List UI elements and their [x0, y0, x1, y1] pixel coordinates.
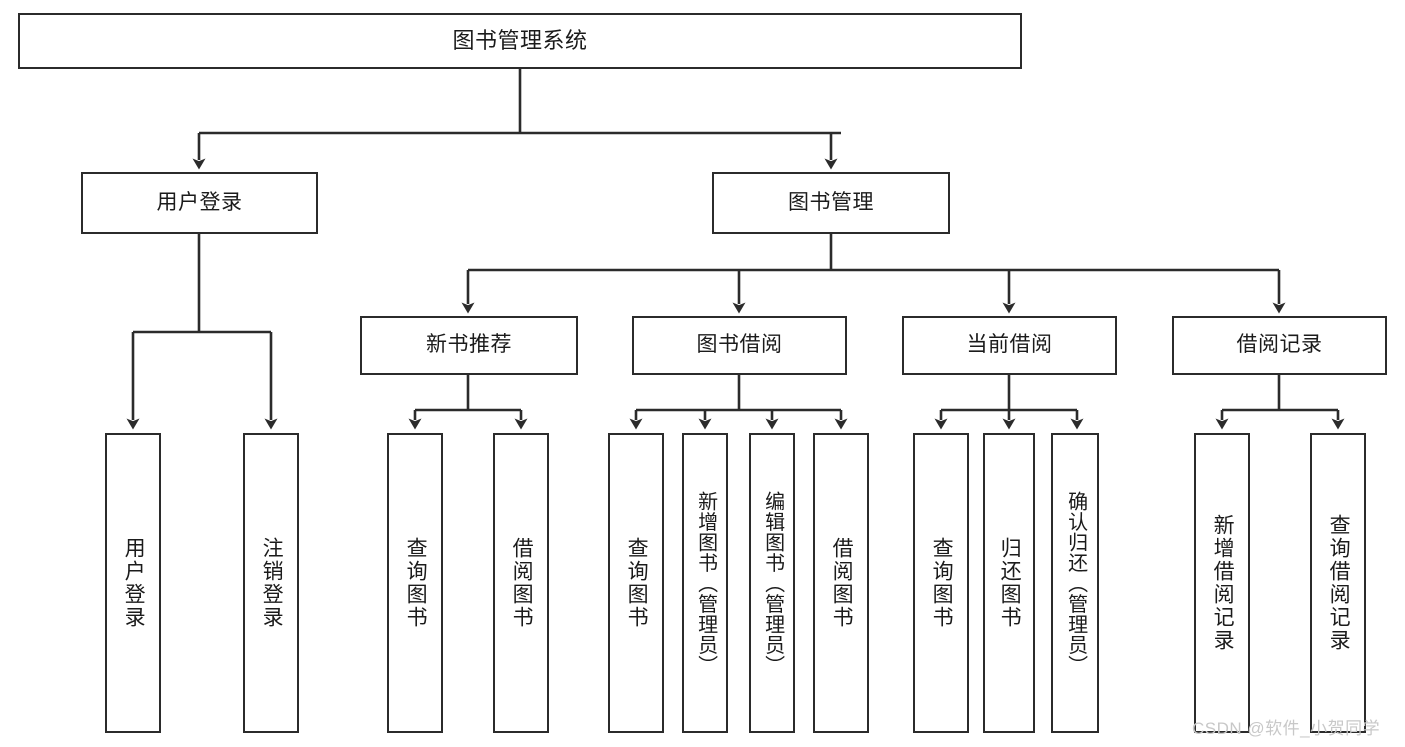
node-leaf-query-book-1-label: 查询图书: [404, 537, 428, 629]
node-leaf-borrow-book-1[interactable]: 借阅图书: [493, 433, 549, 733]
node-leaf-borrow-book-2[interactable]: 借阅图书: [813, 433, 869, 733]
node-leaf-confirm-return-label: 确认归还（管理员）: [1064, 490, 1087, 676]
node-book-borrow[interactable]: 图书借阅: [632, 316, 847, 375]
node-new-book-recommend-label: 新书推荐: [426, 333, 512, 357]
node-leaf-edit-book[interactable]: 编辑图书（管理员）: [749, 433, 795, 733]
node-leaf-add-record-label: 新增借阅记录: [1211, 514, 1235, 652]
csdn-watermark: CSDN @软件_小贺同学: [1192, 719, 1381, 738]
node-leaf-add-record[interactable]: 新增借阅记录: [1194, 433, 1250, 733]
node-user-login[interactable]: 用户登录: [81, 172, 318, 234]
node-leaf-logout-label: 注销登录: [260, 537, 284, 629]
node-leaf-query-book-3[interactable]: 查询图书: [913, 433, 969, 733]
node-root-label: 图书管理系统: [452, 28, 588, 54]
node-new-book-recommend[interactable]: 新书推荐: [360, 316, 578, 375]
node-current-borrow[interactable]: 当前借阅: [902, 316, 1117, 375]
node-book-management-label: 图书管理: [788, 190, 874, 214]
node-leaf-add-book-label: 新增图书（管理员）: [694, 490, 717, 676]
node-leaf-query-record-label: 查询借阅记录: [1327, 514, 1351, 652]
node-leaf-borrow-book-2-label: 借阅图书: [830, 537, 854, 629]
node-leaf-borrow-book-1-label: 借阅图书: [510, 537, 534, 629]
node-book-management[interactable]: 图书管理: [712, 172, 950, 234]
node-leaf-query-book-2-label: 查询图书: [625, 537, 649, 629]
node-leaf-return-book-label: 归还图书: [998, 537, 1022, 629]
node-leaf-logout[interactable]: 注销登录: [243, 433, 299, 733]
node-leaf-edit-book-label: 编辑图书（管理员）: [761, 490, 784, 676]
node-leaf-confirm-return[interactable]: 确认归还（管理员）: [1051, 433, 1099, 733]
node-current-borrow-label: 当前借阅: [966, 333, 1053, 357]
node-leaf-user-login[interactable]: 用户登录: [105, 433, 161, 733]
node-leaf-query-book-1[interactable]: 查询图书: [387, 433, 443, 733]
node-leaf-user-login-label: 用户登录: [122, 537, 146, 629]
node-leaf-query-book-2[interactable]: 查询图书: [608, 433, 664, 733]
node-leaf-query-book-3-label: 查询图书: [930, 537, 954, 629]
node-borrow-record-label: 借阅记录: [1236, 333, 1323, 357]
node-leaf-return-book[interactable]: 归还图书: [983, 433, 1035, 733]
node-book-borrow-label: 图书借阅: [696, 333, 783, 357]
node-leaf-query-record[interactable]: 查询借阅记录: [1310, 433, 1366, 733]
node-root[interactable]: 图书管理系统: [18, 13, 1022, 69]
node-user-login-label: 用户登录: [156, 190, 243, 214]
node-borrow-record[interactable]: 借阅记录: [1172, 316, 1387, 375]
node-leaf-add-book[interactable]: 新增图书（管理员）: [682, 433, 728, 733]
